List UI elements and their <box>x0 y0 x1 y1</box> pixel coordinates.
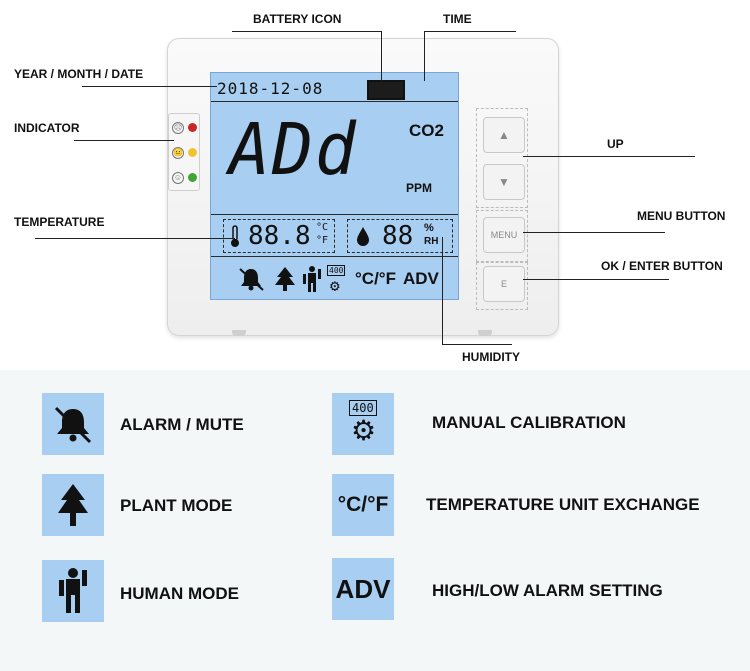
co2-label: CO2 <box>409 121 444 140</box>
indicator-yellow-light <box>188 148 197 157</box>
legend-label-temperature-unit: TEMPERATURE UNIT EXCHANGE <box>426 495 700 514</box>
enter-button-frame <box>476 262 528 310</box>
lcd-screen: 2018-12-08 ADd CO2 PPM 88.8 °C °F 88 % R… <box>210 72 459 300</box>
updown-button-frame <box>476 108 528 208</box>
legend-label-plant-mode: PLANT MODE <box>120 496 233 515</box>
percent-unit: % <box>424 222 434 234</box>
temperature-callout: TEMPERATURE <box>14 215 105 229</box>
down-arrow-icon: ▼ <box>498 175 510 189</box>
up-callout: UP <box>607 137 624 151</box>
time-callout: TIME <box>443 12 472 26</box>
legend-adv-icon: ADV <box>332 558 394 620</box>
legend-label-alarm-mute: ALARM / MUTE <box>120 415 244 434</box>
menu-button-frame <box>476 210 528 262</box>
neutral-face-icon: 😐 <box>172 147 184 159</box>
legend-plant-icon <box>42 474 104 536</box>
device-foot-right <box>478 330 492 336</box>
human-icon <box>303 266 321 292</box>
rh-unit: RH <box>424 236 439 247</box>
date-callout: YEAR / MONTH / DATE <box>14 67 144 81</box>
legend-manual-calibration-icon: 400 ⚙ <box>332 393 394 455</box>
legend-label-human-mode: HUMAN MODE <box>120 584 239 603</box>
humidity-callout: HUMIDITY <box>462 350 520 364</box>
ok-enter-button-callout: OK / ENTER BUTTON <box>601 259 723 273</box>
menu-button[interactable]: MENU <box>483 217 525 253</box>
unit-toggle-label: °C/°F <box>355 269 396 288</box>
celsius-unit: °C <box>316 222 329 233</box>
happy-face-icon: ☺ <box>172 172 184 184</box>
fahrenheit-unit: °F <box>316 235 329 246</box>
thermometer-icon <box>231 225 239 247</box>
indicator-red-light <box>188 123 197 132</box>
manual-calibration-icon: 400 ⚙ <box>327 265 346 295</box>
up-arrow-icon: ▲ <box>498 128 510 142</box>
bell-mute-icon <box>239 268 264 291</box>
up-button[interactable]: ▲ <box>483 117 525 153</box>
down-button[interactable]: ▼ <box>483 164 525 200</box>
legend-label-manual-calibration: MANUAL CALIBRATION <box>432 413 626 432</box>
enter-button[interactable]: E <box>483 266 525 302</box>
humidity-box: 88 % RH <box>347 219 453 253</box>
ppm-unit: PPM <box>406 181 433 195</box>
legend-temperature-unit-icon: °C/°F <box>332 474 394 536</box>
temperature-value: 88.8 <box>248 221 311 251</box>
device-foot-left <box>232 330 246 336</box>
date-readout: 2018-12-08 <box>217 79 324 98</box>
battery-icon-callout: BATTERY ICON <box>253 12 342 26</box>
indicator-green-light <box>188 173 197 182</box>
indicator-callout: INDICATOR <box>14 121 80 135</box>
legend-human-icon <box>42 560 104 622</box>
humidity-value: 88 <box>382 221 414 251</box>
battery-icon <box>367 80 405 100</box>
plant-icon <box>275 267 295 291</box>
menu-button-callout: MENU BUTTON <box>637 209 726 223</box>
temperature-box: 88.8 °C °F <box>223 219 335 253</box>
legend-bell-mute-icon <box>42 393 104 455</box>
indicator-panel: ☹ 😐 ☺ <box>168 113 200 191</box>
adv-label: ADV <box>403 269 439 288</box>
water-drop-icon <box>357 227 369 246</box>
co2-main-reading: ADd <box>229 109 358 192</box>
legend-label-high-low-alarm: HIGH/LOW ALARM SETTING <box>432 581 663 600</box>
sad-face-icon: ☹ <box>172 122 184 134</box>
